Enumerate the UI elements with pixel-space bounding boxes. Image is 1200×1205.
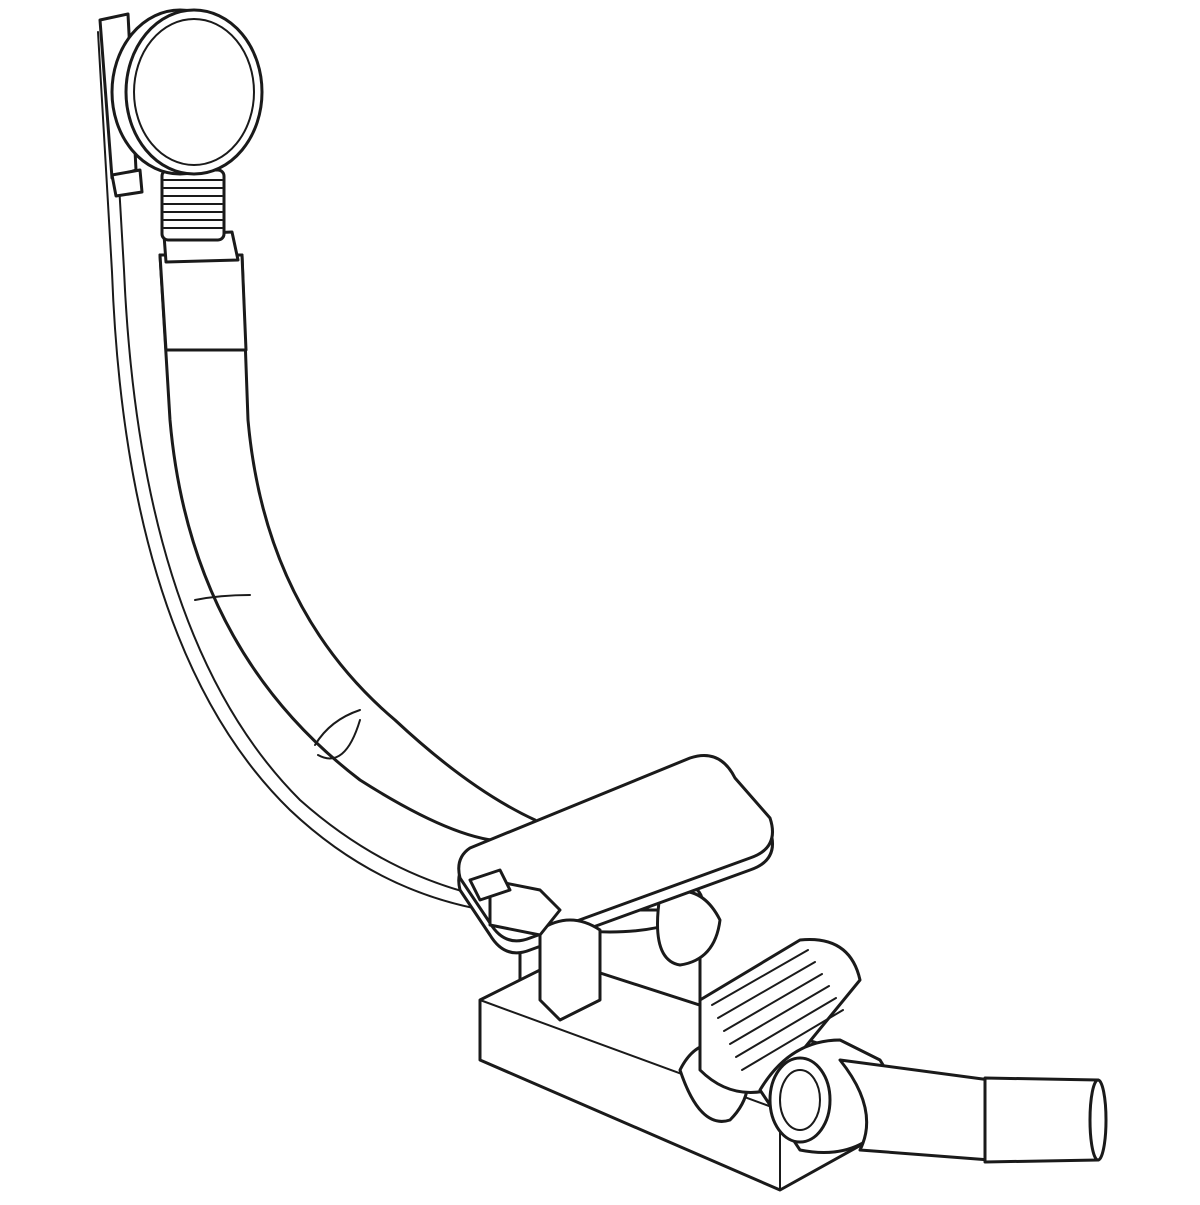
outlet-elbow (758, 1038, 992, 1162)
overflow-cap (110, 8, 264, 176)
outlet-pipe (983, 1076, 1108, 1164)
cable-clamp (468, 868, 562, 937)
flexible-hose (158, 230, 537, 843)
outlet-housing (698, 938, 862, 1094)
overflow-connector (160, 168, 226, 242)
